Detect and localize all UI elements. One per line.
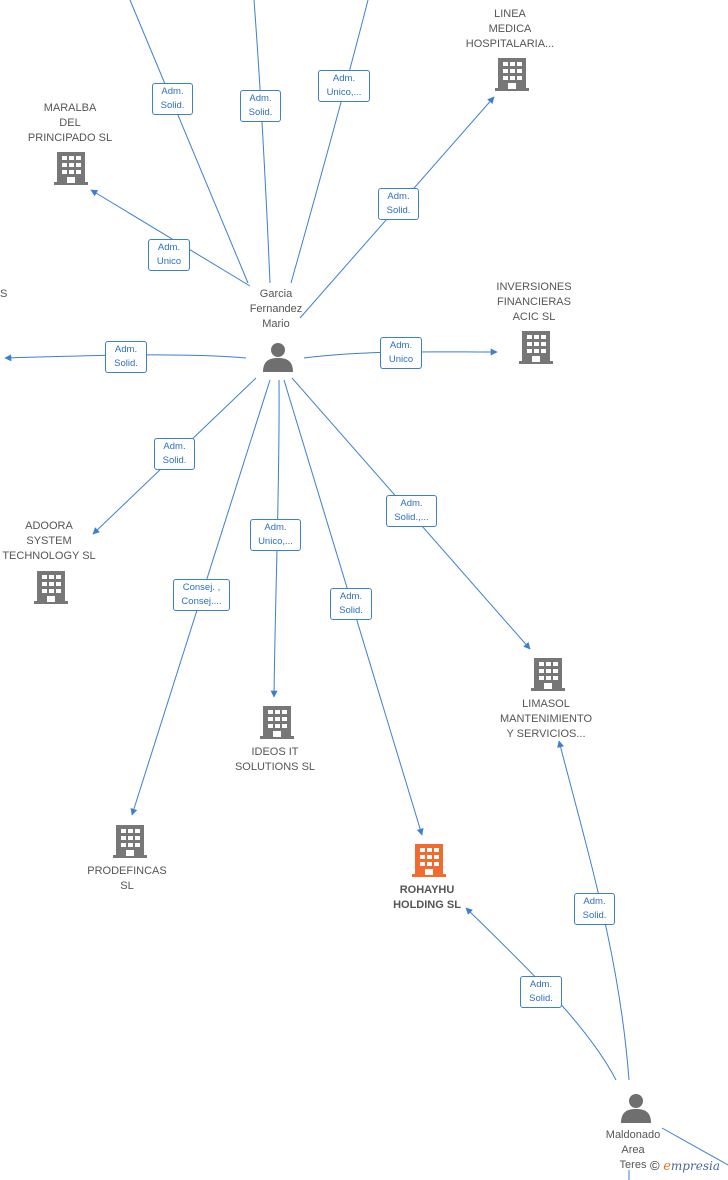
edge-label-garcia-rohayhu[interactable]: Adm. Solid. xyxy=(330,588,372,620)
edge-label-garcia-top-a[interactable]: Adm. Solid. xyxy=(152,83,193,115)
edge-garcia-maralba[interactable] xyxy=(90,189,251,287)
brand-watermark[interactable]: © empresia xyxy=(650,1158,720,1174)
edge-label-garcia-inversiones[interactable]: Adm. Unico xyxy=(380,337,422,369)
brand-logo-text: mpresia xyxy=(670,1159,720,1173)
node-label-adoora[interactable]: ADOORA SYSTEM TECHNOLOGY SL xyxy=(2,520,96,562)
building-icon-ideos[interactable] xyxy=(260,706,294,739)
copyright-symbol: © xyxy=(650,1158,660,1173)
building-icon-prodefincas[interactable] xyxy=(113,825,147,858)
edge-label-garcia-maralba[interactable]: Adm. Unico xyxy=(148,239,190,271)
node-label-linea[interactable]: LINEA MEDICA HOSPITALARIA... xyxy=(465,8,555,50)
edge-label-garcia-linea[interactable]: Adm. Solid. xyxy=(378,188,419,220)
edge-maldonado-offpage[interactable] xyxy=(661,1127,728,1166)
node-label-maralba[interactable]: MARALBA DEL PRINCIPADO SL xyxy=(27,102,113,144)
node-label-prodefincas[interactable]: PRODEFINCAS SL xyxy=(87,865,167,892)
brand-logo-e: e xyxy=(663,1159,671,1174)
person-icon-garcia[interactable] xyxy=(263,343,293,372)
building-icon-inversiones[interactable] xyxy=(519,331,553,364)
building-icon-rohayhu[interactable] xyxy=(412,844,446,877)
edge-label-garcia-left[interactable]: Adm. Solid. xyxy=(105,341,147,373)
building-icon-maralba[interactable] xyxy=(54,152,88,185)
edge-label-maldonado-rohayhu[interactable]: Adm. Solid. xyxy=(520,976,562,1008)
node-label-left-cut[interactable]: S xyxy=(0,288,8,300)
node-label-rohayhu[interactable]: ROHAYHU HOLDING SL xyxy=(393,884,461,911)
edge-label-garcia-ideos[interactable]: Adm. Unico,... xyxy=(250,519,301,551)
edge-label-garcia-prodefincas[interactable]: Consej. , Consej.... xyxy=(173,579,230,611)
building-icon-linea[interactable] xyxy=(495,58,529,91)
edge-label-garcia-top-c[interactable]: Adm. Unico,... xyxy=(318,70,370,102)
edge-label-garcia-adoora[interactable]: Adm. Solid. xyxy=(154,438,195,470)
edge-garcia-top-a[interactable] xyxy=(129,0,249,284)
building-icon-limasol[interactable] xyxy=(531,658,565,691)
node-label-garcia[interactable]: Garcia Fernandez Mario xyxy=(249,288,303,330)
edge-label-garcia-limasol[interactable]: Adm. Solid.,... xyxy=(386,495,437,527)
node-label-inversiones[interactable]: INVERSIONES FINANCIERAS ACIC SL xyxy=(496,281,572,323)
node-label-ideos[interactable]: IDEOS IT SOLUTIONS SL xyxy=(234,746,316,773)
building-icon-adoora[interactable] xyxy=(34,571,68,604)
edge-garcia-top-b[interactable] xyxy=(253,0,271,284)
edge-garcia-top-c[interactable] xyxy=(290,0,369,284)
node-label-limasol[interactable]: LIMASOL MANTENIMIENTO Y SERVICIOS... xyxy=(499,698,593,740)
person-icon-maldonado[interactable] xyxy=(621,1094,651,1123)
node-label-maldonado[interactable]: Maldonado Area Teres xyxy=(605,1129,661,1171)
edge-label-maldonado-limasol[interactable]: Adm. Solid. xyxy=(574,893,615,925)
edge-label-garcia-top-b[interactable]: Adm. Solid. xyxy=(240,90,281,122)
